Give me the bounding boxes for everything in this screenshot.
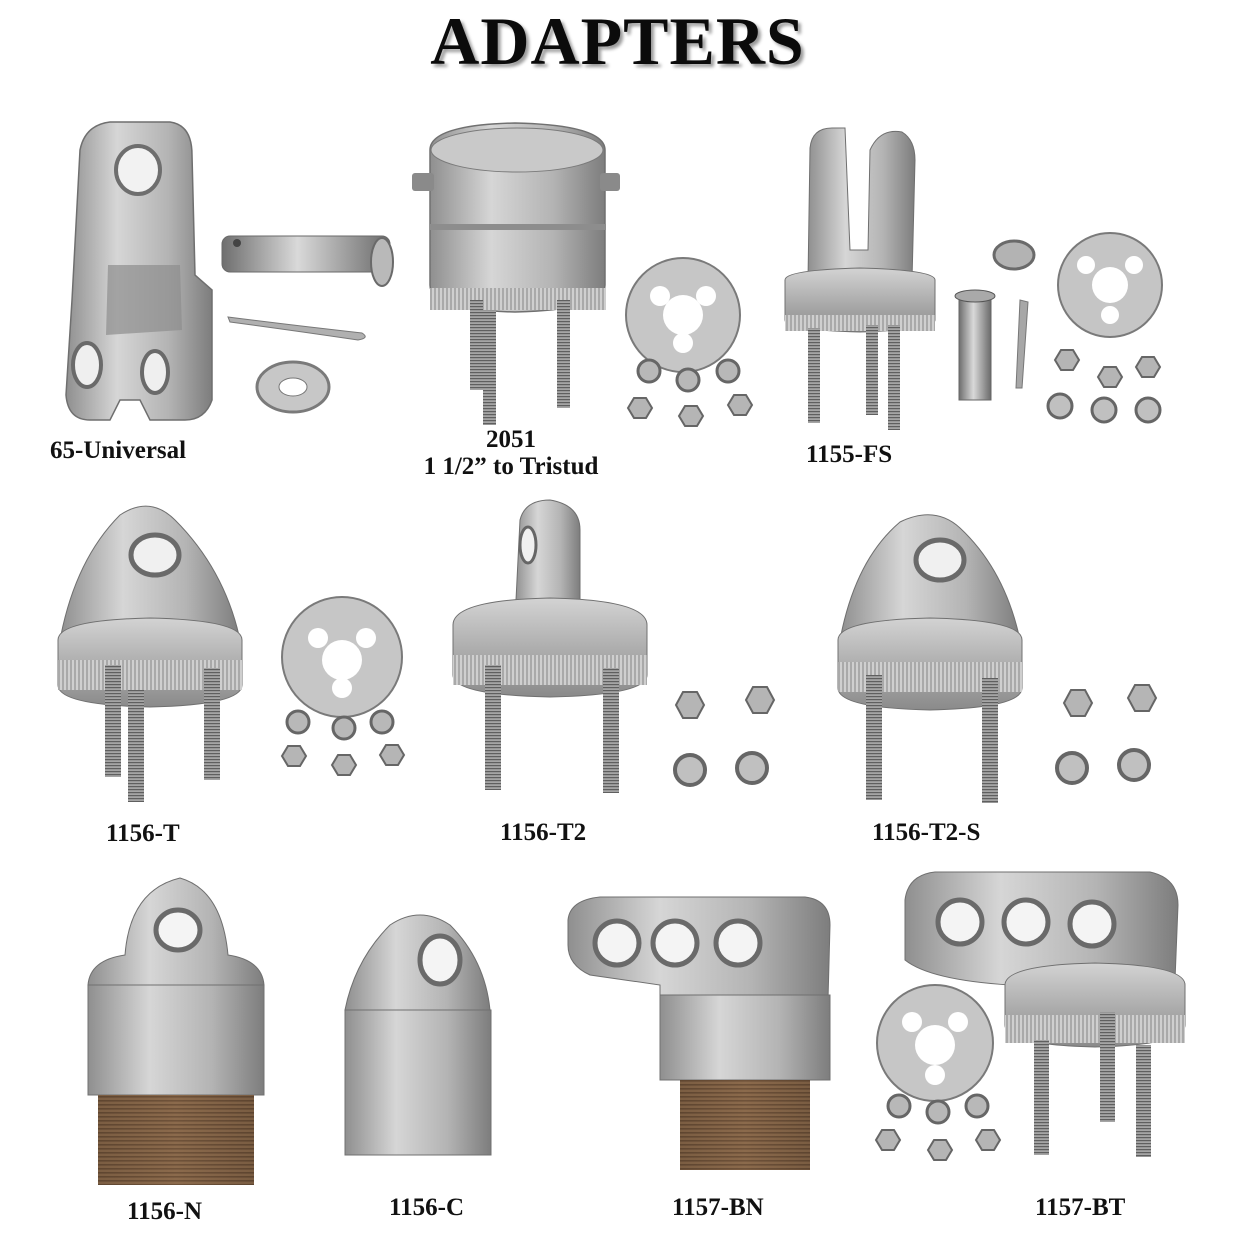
- product-label-1157-bt: 1157-BT: [1035, 1194, 1126, 1221]
- product-code-2051: 2051: [486, 426, 536, 453]
- product-1156-t2-s-image: [837, 514, 1158, 803]
- product-label-1156-c: 1156-C: [389, 1194, 464, 1221]
- product-label-65-universal: 65-Universal: [50, 437, 187, 464]
- product-1157-bt-image: [874, 871, 1186, 1161]
- page-title: ADAPTERS: [430, 3, 805, 79]
- product-label-1156-t: 1156-T: [106, 820, 180, 847]
- product-1156-c-image: [344, 914, 492, 1156]
- product-label-1156-t2: 1156-T2: [500, 819, 587, 846]
- product-1156-n-image: [87, 877, 265, 1185]
- product-description-2051: 1 1/2” to Tristud: [423, 453, 599, 480]
- product-label-1156-t2-s: 1156-T2-S: [872, 819, 981, 846]
- product-2051-image: [412, 122, 754, 427]
- product-1156-t2-image: [452, 499, 776, 793]
- product-1156-t-image: [57, 505, 406, 802]
- product-label-1155-fs: 1155-FS: [806, 441, 893, 468]
- product-65-universal-image: [65, 121, 394, 421]
- product-label-1156-n: 1156-N: [127, 1198, 202, 1225]
- product-label-1157-bn: 1157-BN: [672, 1194, 764, 1221]
- product-label-2051: 2051 1 1/2” to Tristud: [405, 426, 617, 480]
- product-1157-bn-image: [567, 896, 831, 1170]
- product-1155-fs-image: [784, 127, 1163, 430]
